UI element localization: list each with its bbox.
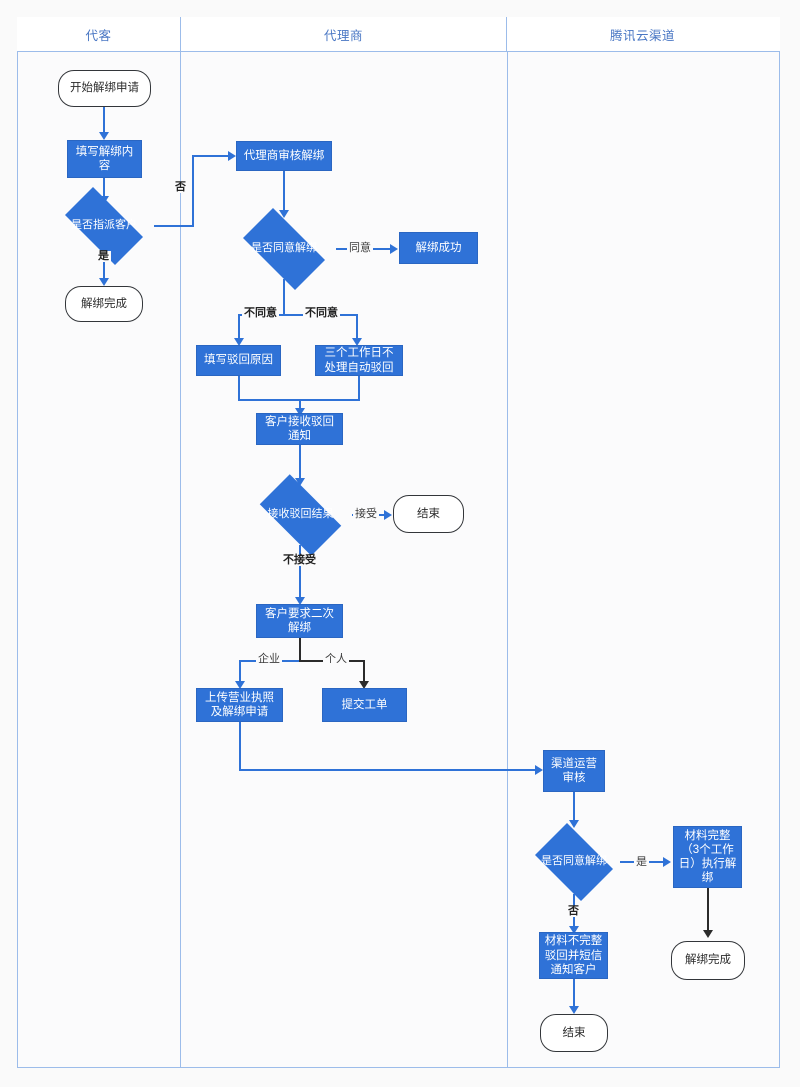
arrowhead-reject-merge — [295, 408, 305, 416]
arrowhead-assign-yes — [99, 278, 109, 286]
edge-assign-yes — [103, 254, 105, 281]
edge-label-not-accept: 不接受 — [281, 554, 318, 566]
lane-header-tencent: 腾讯云渠道 — [506, 17, 778, 51]
lane-divider-1 — [180, 52, 181, 1068]
edge-fill-to-assign — [103, 178, 105, 199]
edge-label-yes-assign: 是 — [96, 250, 111, 262]
node-assign-customer[interactable]: 是否指派客户 — [54, 187, 154, 265]
edge-enterprise-v — [239, 660, 241, 684]
arrowhead-receive-to-result — [295, 478, 305, 486]
arrowhead-upload-to-channel — [535, 765, 543, 775]
node-end-agent[interactable]: 结束 — [393, 495, 464, 533]
arrowhead-enterprise — [235, 681, 245, 689]
edge-reject-merge-v — [299, 399, 301, 412]
arrowhead-material-to-done — [703, 930, 713, 938]
edge-label-accept: 接受 — [353, 508, 379, 520]
edge-start-to-fill — [103, 107, 105, 134]
arrowhead-result-reject — [295, 597, 305, 605]
node-agent-review[interactable]: 代理商审核解绑 — [236, 141, 332, 171]
edge-label-no-assign: 否 — [173, 181, 188, 193]
arrowhead-assign-no — [228, 151, 236, 161]
arrowhead-channel-to-agree — [569, 820, 579, 828]
edge-upload-right — [239, 769, 540, 771]
swimlane-frame — [17, 17, 780, 1068]
arrowhead-incomplete-to-end — [569, 1006, 579, 1014]
lane-header-agent: 代理商 — [180, 17, 506, 51]
edge-reject-right-down — [358, 376, 360, 401]
node-agree-unbind[interactable]: 是否同意解绑 — [232, 208, 336, 290]
arrowhead-tc-yes — [663, 857, 671, 867]
edge-upload-down — [239, 722, 241, 771]
lane-label-tencent: 腾讯云渠道 — [609, 28, 675, 43]
lane-divider-2 — [507, 52, 508, 1068]
node-fill-content[interactable]: 填写解绑内容 — [67, 140, 142, 178]
node-customer-receive-reject[interactable]: 客户接收驳回通知 — [256, 413, 343, 445]
node-material-complete[interactable]: 材料完整（3个工作日）执行解绑 — [673, 826, 742, 888]
edge-channel-to-agree — [573, 792, 575, 824]
lane-label-agent: 代理商 — [323, 28, 363, 43]
node-request-second-unbind[interactable]: 客户要求二次解绑 — [256, 604, 343, 638]
edge-label-tc-no: 否 — [566, 905, 581, 917]
edge-material-to-done — [707, 888, 709, 934]
arrowhead-tc-no — [569, 926, 579, 934]
edge-assign-no-h1 — [154, 225, 194, 227]
edge-reject-left-down — [238, 376, 240, 401]
edge-incomplete-to-end — [573, 979, 575, 1010]
edge-label-disagree-right: 不同意 — [303, 307, 340, 319]
edge-agree-no-stem — [283, 279, 285, 316]
arrowhead-agree-no-right — [352, 338, 362, 346]
edge-agree-no-right-v — [356, 314, 358, 341]
node-channel-review[interactable]: 渠道运营审核 — [543, 750, 605, 792]
node-fill-reject-reason[interactable]: 填写驳回原因 — [196, 345, 281, 376]
node-agree-unbind-tc[interactable]: 是否同意解绑 — [528, 823, 620, 901]
edge-personal-v — [363, 660, 365, 684]
edge-result-reject — [299, 545, 301, 601]
swimlane-header-row: 代客 代理商 腾讯云渠道 — [17, 17, 780, 52]
edge-second-stem — [299, 638, 301, 661]
edge-label-disagree-left: 不同意 — [242, 307, 279, 319]
arrowhead-agree-no-left — [234, 338, 244, 346]
node-unbind-success[interactable]: 解绑成功 — [399, 232, 478, 264]
node-submit-ticket[interactable]: 提交工单 — [322, 688, 407, 722]
arrowhead-personal — [359, 681, 369, 689]
edge-agentreview-to-agree — [283, 171, 285, 214]
node-end-tc[interactable]: 结束 — [540, 1014, 608, 1052]
edge-assign-no-h2 — [192, 155, 232, 157]
node-start-apply[interactable]: 开始解绑申请 — [58, 70, 151, 107]
arrowhead-start-to-fill — [99, 132, 109, 140]
lane-label-customer: 代客 — [85, 28, 112, 43]
node-auto-reject[interactable]: 三个工作日不处理自动驳回 — [315, 345, 403, 376]
node-receive-reject-result[interactable]: 接收驳回结果 — [249, 474, 352, 556]
arrowhead-agentreview-to-agree — [279, 210, 289, 218]
edge-assign-no-v — [192, 155, 194, 227]
edge-receive-to-result — [299, 445, 301, 482]
node-unbind-done-c1[interactable]: 解绑完成 — [65, 286, 143, 322]
edge-label-agree: 同意 — [347, 242, 373, 254]
edge-label-enterprise: 企业 — [256, 653, 282, 665]
arrowhead-agree-yes — [390, 244, 398, 254]
node-upload-license[interactable]: 上传营业执照及解绑申请 — [196, 688, 283, 722]
edge-label-tc-yes: 是 — [634, 856, 649, 868]
arrowhead-result-accept — [384, 510, 392, 520]
edge-agree-no-left-v — [238, 314, 240, 341]
node-material-incomplete[interactable]: 材料不完整驳回并短信通知客户 — [539, 932, 608, 979]
edge-label-personal: 个人 — [323, 653, 349, 665]
lane-header-customer: 代客 — [17, 17, 180, 51]
node-unbind-done-c3[interactable]: 解绑完成 — [671, 941, 745, 980]
